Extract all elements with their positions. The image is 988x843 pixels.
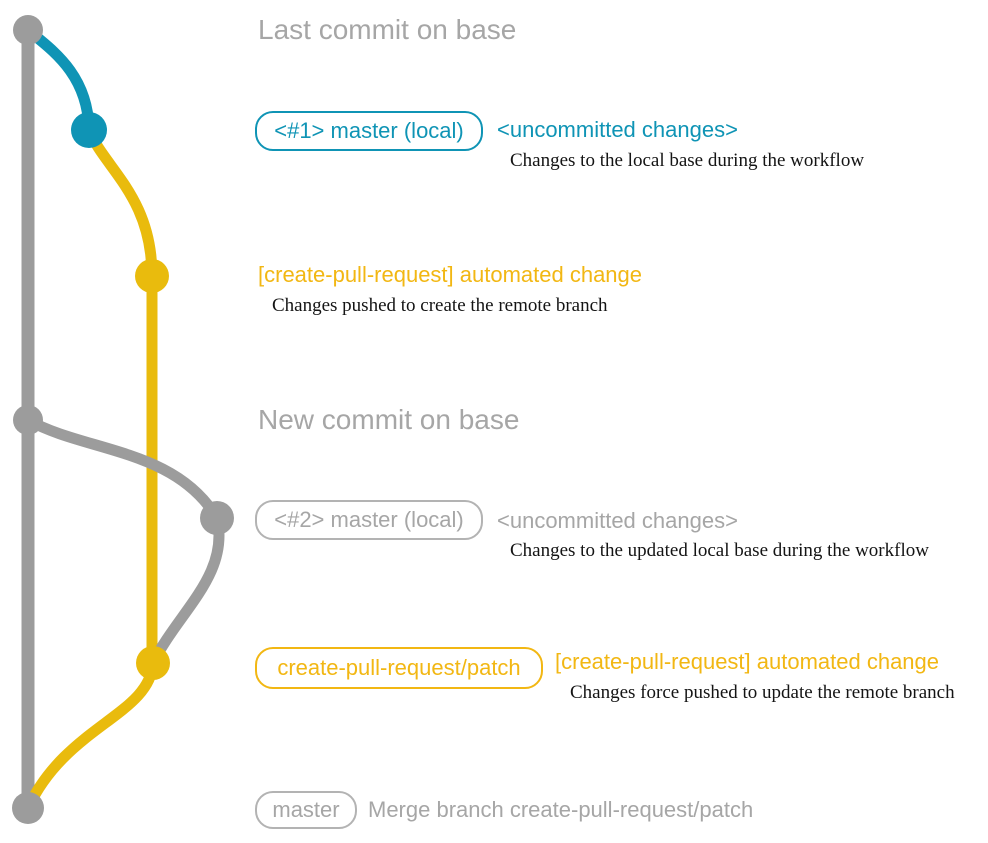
commit-node-merge-commit xyxy=(12,792,44,824)
commit-title-uncommitted-changes-2: <uncommitted changes> xyxy=(497,508,738,533)
label-last-commit-on-base: Last commit on base xyxy=(258,14,517,45)
branch-badge-label: <#2> master (local) xyxy=(274,507,464,532)
pull-request-branch-curve-1 xyxy=(83,124,158,282)
commit-node-automated-change-1 xyxy=(135,259,169,293)
branch-badge-create-pull-request-patch: create-pull-request/patch xyxy=(255,647,543,689)
commit-description-push-1: Changes pushed to create the remote bran… xyxy=(272,295,608,316)
commit-description-2: Changes to the updated local base during… xyxy=(510,540,929,561)
commit-node-last-commit-on-base xyxy=(13,15,43,45)
branch-badge-master-local-2: <#2> master (local) xyxy=(255,500,483,540)
branch-badge-label: master xyxy=(272,797,340,822)
label-new-commit-on-base: New commit on base xyxy=(258,404,520,435)
commit-title-uncommitted-changes-1: <uncommitted changes> xyxy=(497,117,738,142)
branch-badge-master: master xyxy=(255,791,357,829)
branch-badge-label: <#1> master (local) xyxy=(274,118,464,143)
pull-request-merge-curve xyxy=(22,657,159,814)
commit-title-automated-change-2: [create-pull-request] automated change xyxy=(555,649,940,674)
commit-node-automated-change-2 xyxy=(136,646,170,680)
branch-badge-master-local-1: <#1> master (local) xyxy=(255,111,483,151)
commit-title-merge-branch: Merge branch create-pull-request/patch xyxy=(368,797,754,822)
commit-node-local-commit-1 xyxy=(71,112,107,148)
commit-node-local-commit-2 xyxy=(200,501,234,535)
commit-description-1: Changes to the local base during the wor… xyxy=(510,150,865,171)
commit-node-new-commit-on-base xyxy=(13,405,43,435)
updated-local-branch-curve-1 xyxy=(22,414,223,524)
commit-title-automated-change-1: [create-pull-request] automated change xyxy=(258,262,643,287)
branch-badge-label: create-pull-request/patch xyxy=(277,655,521,680)
commit-description-push-2: Changes force pushed to update the remot… xyxy=(570,682,955,703)
updated-local-branch-curve-2 xyxy=(147,512,225,669)
